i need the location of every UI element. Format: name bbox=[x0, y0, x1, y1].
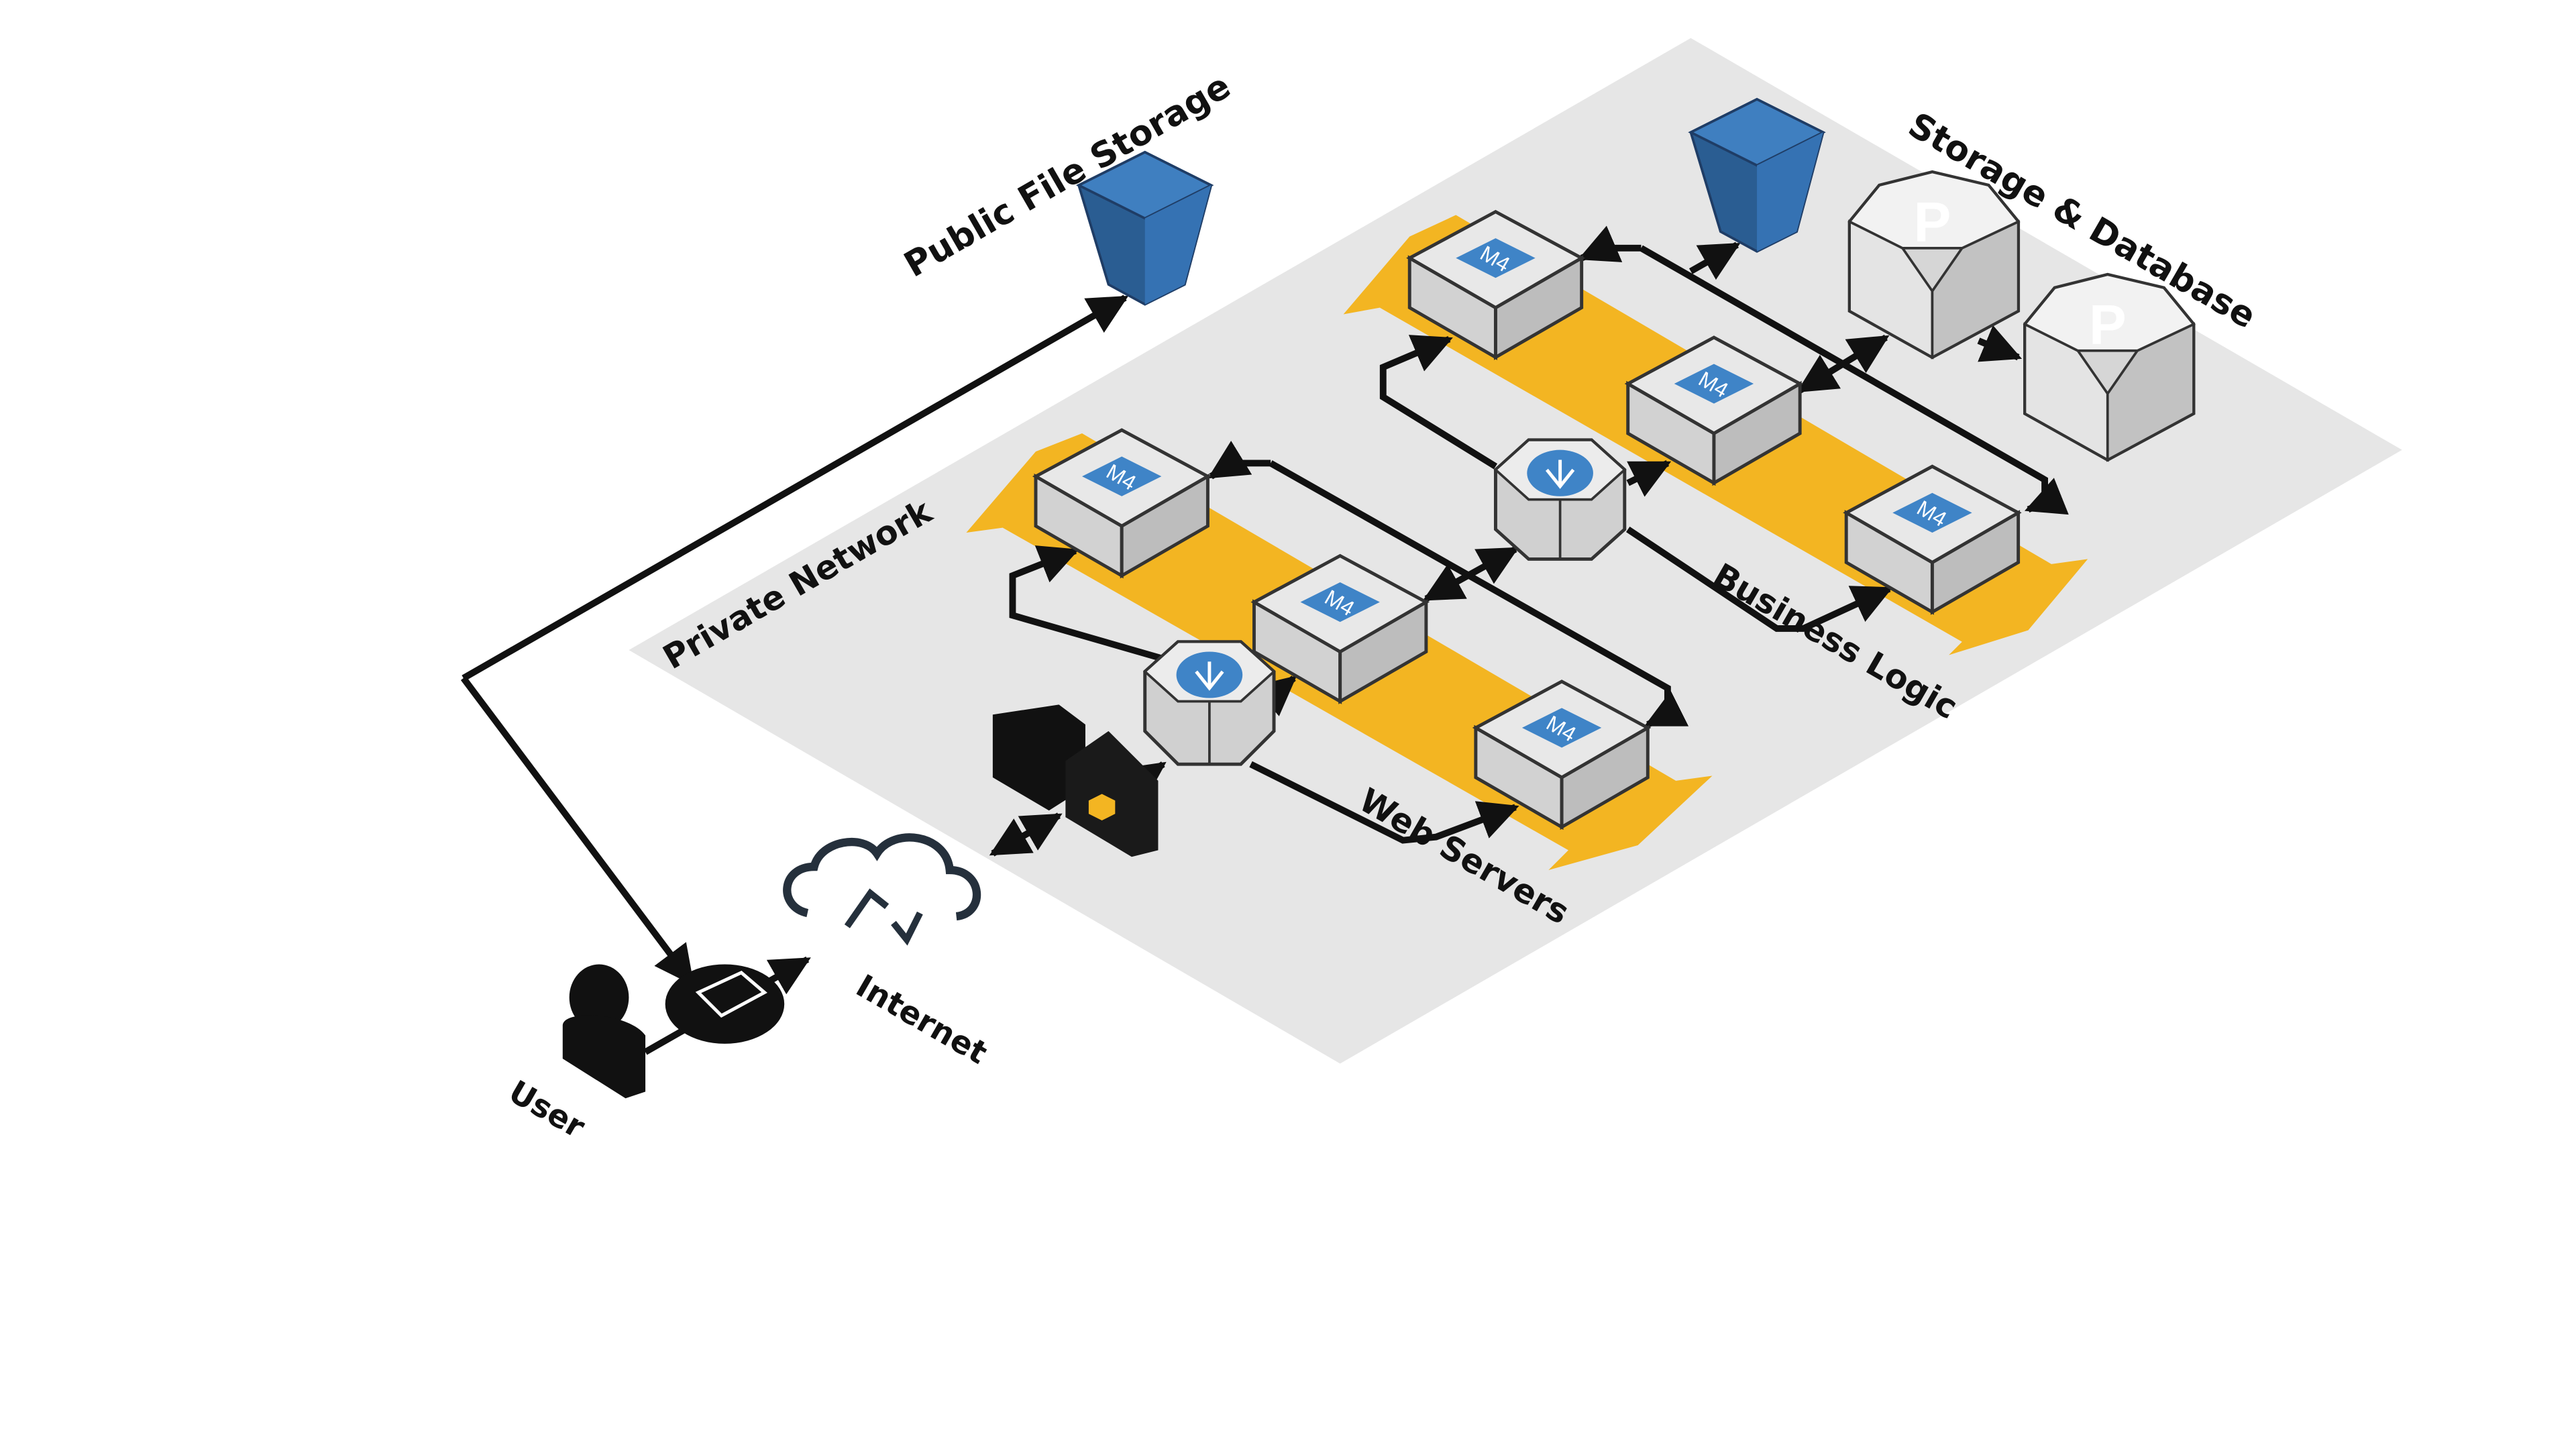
load-balancer-icon bbox=[1493, 438, 1627, 561]
postgres-database-icon: P bbox=[2023, 272, 2196, 462]
label-user: User bbox=[502, 1074, 591, 1146]
m4-instance-icon: M4 bbox=[1250, 553, 1430, 704]
internet-label: Internet bbox=[850, 968, 994, 1072]
gateway-icon bbox=[992, 704, 1159, 857]
m4-instance-icon: M4 bbox=[1843, 464, 2022, 615]
m4-badge-icon bbox=[1456, 238, 1536, 278]
postgres-database-icon: P bbox=[1847, 170, 2021, 360]
m4-instance-icon: M4 bbox=[1406, 209, 1585, 360]
user-icon bbox=[562, 964, 646, 1099]
user-label: User bbox=[502, 1074, 591, 1146]
label-internet: Internet bbox=[850, 968, 994, 1072]
gear-icon bbox=[1088, 794, 1116, 821]
storage-bucket-icon bbox=[1688, 97, 1826, 253]
laptop-icon bbox=[665, 964, 785, 1044]
m4-badge-icon bbox=[1521, 708, 1602, 748]
database-badge: P bbox=[2089, 293, 2127, 356]
load-balancer-icon bbox=[1142, 640, 1276, 766]
m4-badge-icon bbox=[1300, 582, 1380, 623]
m4-instance-icon: M4 bbox=[1624, 335, 1804, 486]
public-file-storage-bucket-icon bbox=[1075, 150, 1214, 306]
connectors bbox=[460, 225, 2069, 1055]
m4-instance-icon: M4 bbox=[1032, 428, 1212, 579]
m4-instance-icon: M4 bbox=[1472, 680, 1652, 830]
internet-cloud-icon bbox=[783, 833, 981, 946]
database-badge: P bbox=[1913, 191, 1951, 254]
m4-badge-icon bbox=[1082, 456, 1162, 496]
